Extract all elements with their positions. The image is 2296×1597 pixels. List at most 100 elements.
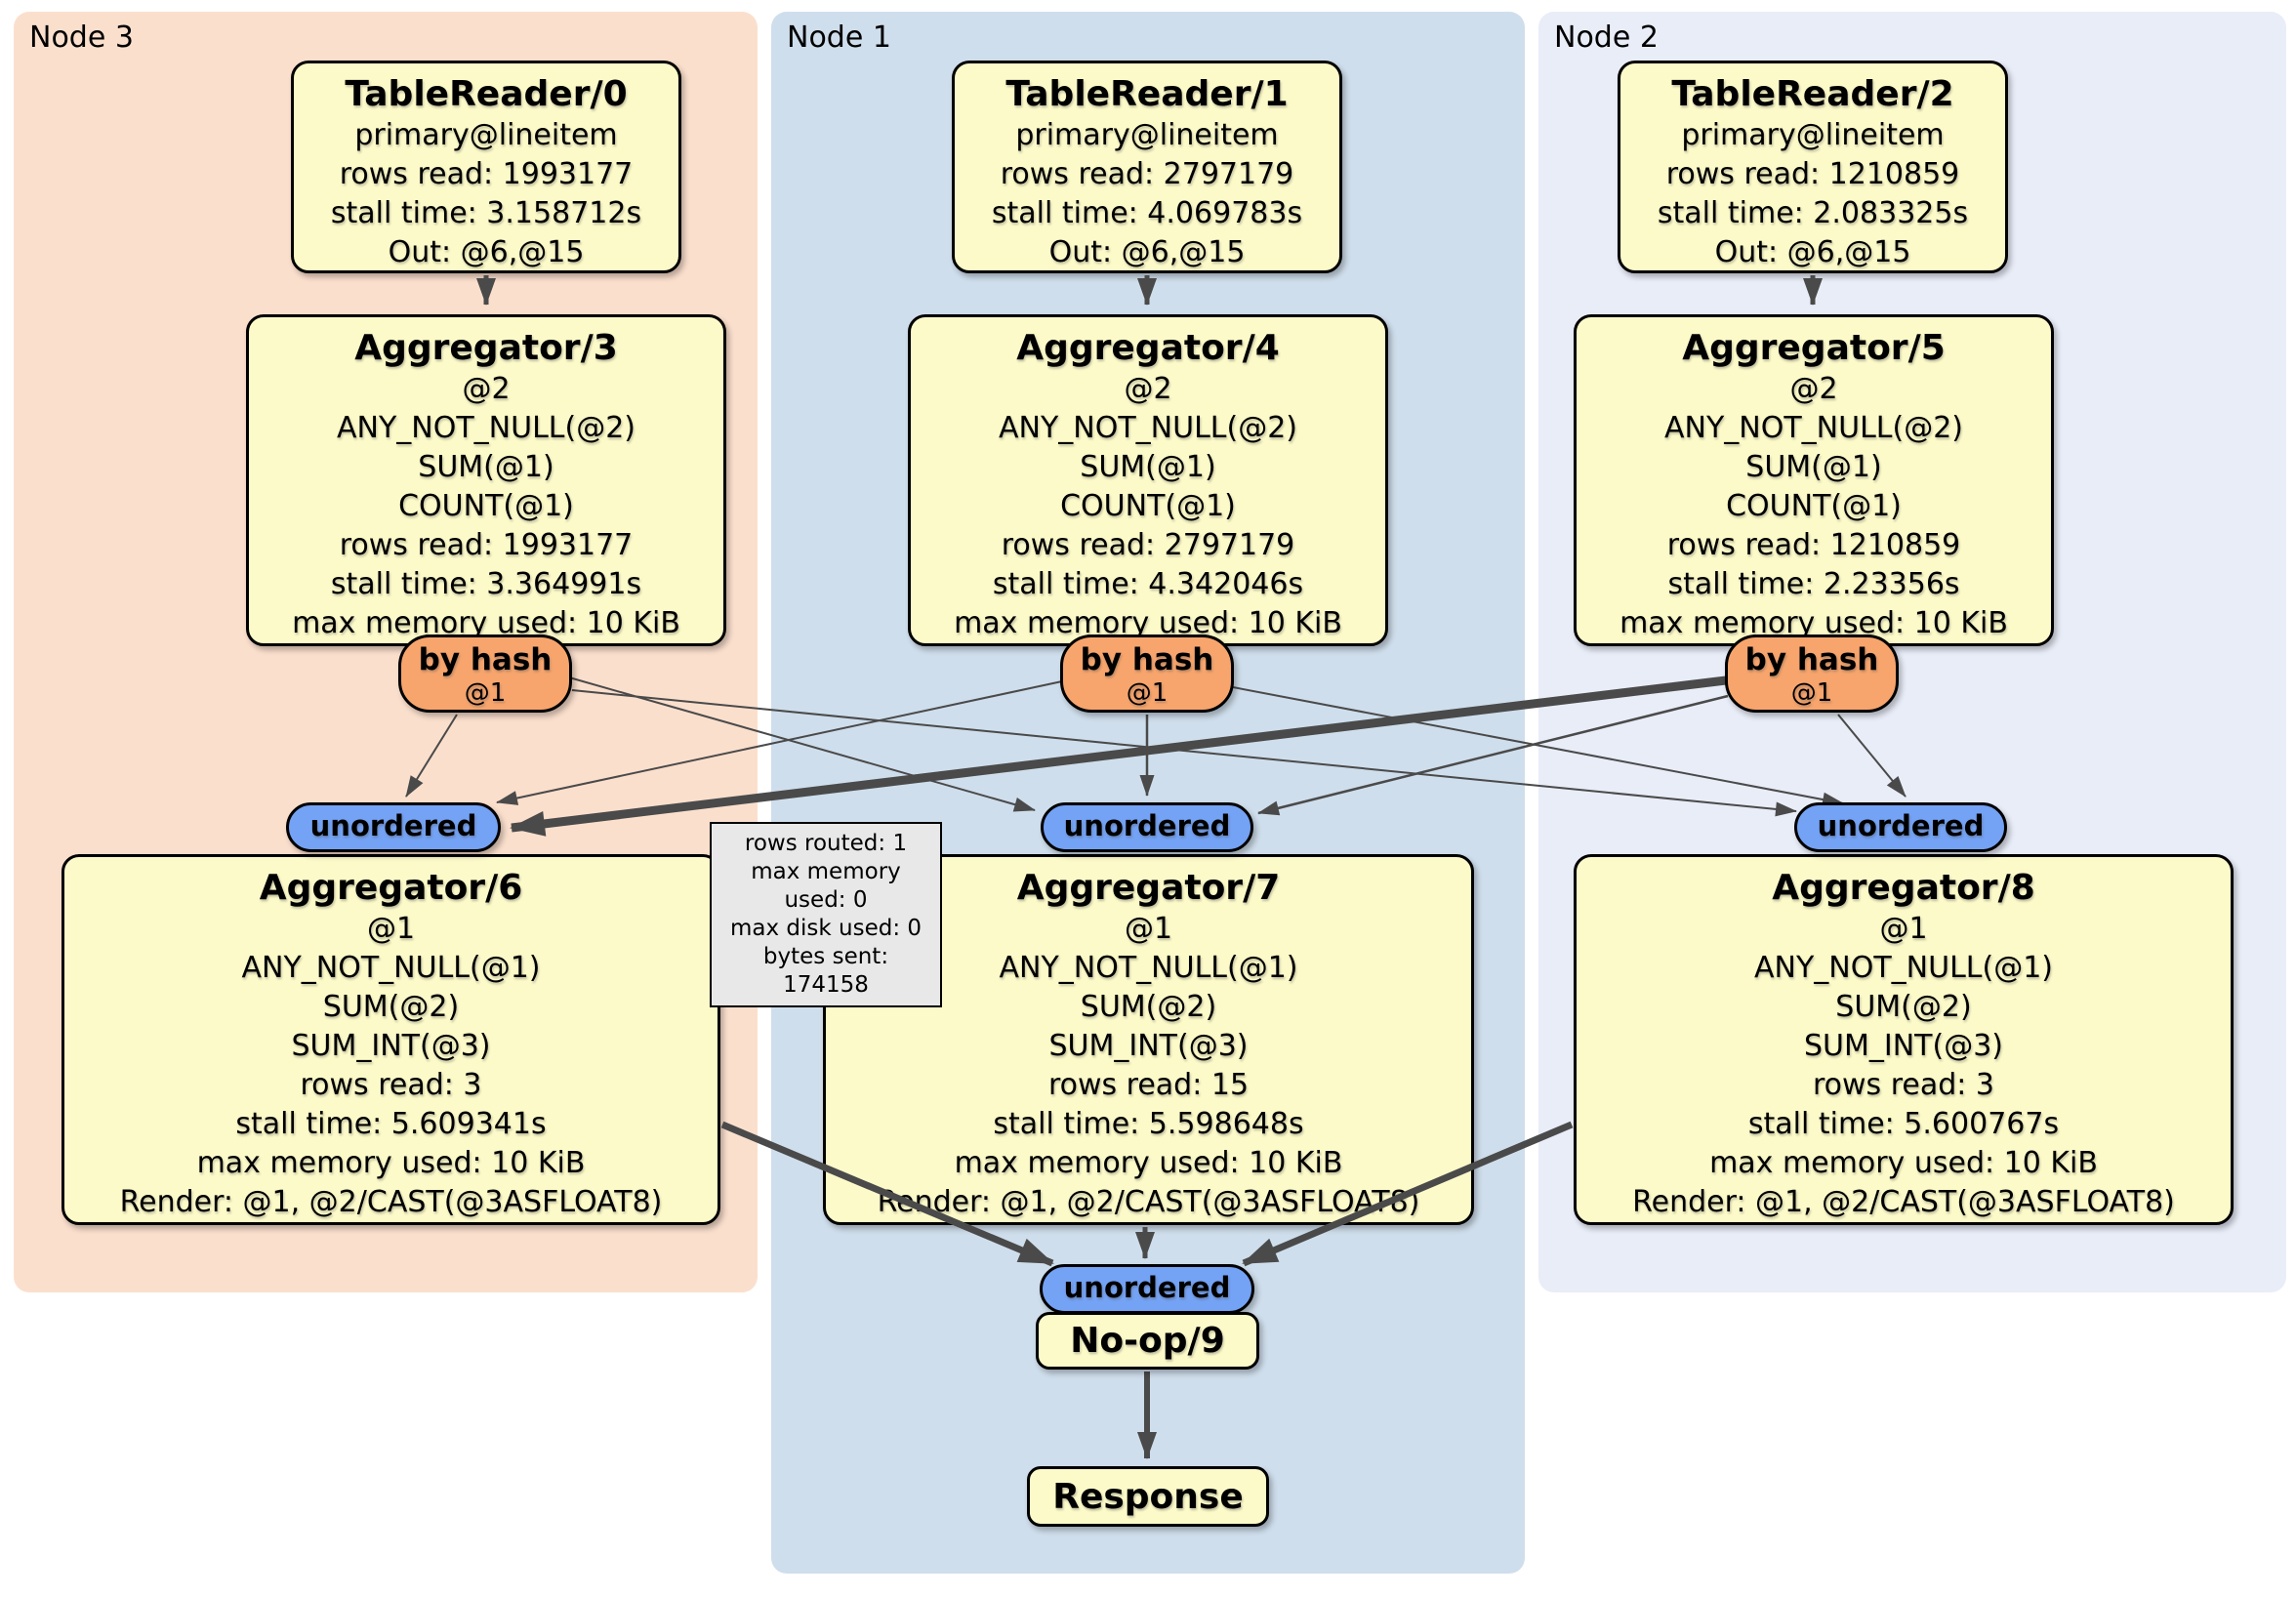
response-box[interactable]: Response	[1027, 1466, 1269, 1527]
aggregator-4-line: rows read: 2797179	[1001, 528, 1295, 562]
aggregator-3-line: rows read: 1993177	[339, 528, 634, 562]
tablereader-1-box[interactable]: TableReader/1 primary@lineitem rows read…	[952, 61, 1342, 273]
aggregator-7-line: ANY_NOT_NULL(@1)	[999, 951, 1298, 985]
aggregator-7-line: @1	[1124, 912, 1173, 946]
aggregator-3-line: @2	[462, 372, 511, 406]
response-title: Response	[1052, 1476, 1244, 1517]
aggregator-7-line: max memory used: 10 KiB	[954, 1146, 1343, 1180]
aggregator-8-line: @1	[1879, 912, 1928, 946]
aggregator-3-line: stall time: 3.364991s	[330, 567, 642, 601]
noop-9-title: No-op/9	[1070, 1321, 1225, 1361]
aggregator-4-line: @2	[1124, 372, 1172, 406]
tablereader-1-line: Out: @6,@15	[1048, 235, 1246, 269]
aggregator-8-line: ANY_NOT_NULL(@1)	[1754, 951, 2053, 985]
aggregator-8-line: Render: @1, @2/CAST(@3ASFLOAT8)	[1632, 1185, 2175, 1219]
aggregator-4-line: SUM(@1)	[1080, 450, 1216, 484]
node1-label: Node 1	[787, 20, 891, 55]
aggregator-5-line: stall time: 2.23356s	[1667, 567, 1960, 601]
aggregator-6-line: stall time: 5.609341s	[235, 1107, 547, 1141]
tablereader-0-title: TableReader/0	[345, 74, 628, 114]
by-hash-router-node1-sub: @1	[1126, 678, 1168, 708]
aggregator-4-line: COUNT(@1)	[1060, 489, 1236, 523]
tablereader-2-line: rows read: 1210859	[1665, 157, 1960, 191]
aggregator-6-line: SUM(@2)	[322, 990, 460, 1024]
by-hash-router-node3-sub: @1	[464, 678, 507, 708]
aggregator-6-line: rows read: 3	[300, 1068, 482, 1102]
by-hash-router-node3[interactable]: by hash @1	[398, 635, 572, 713]
tablereader-0-box[interactable]: TableReader/0 primary@lineitem rows read…	[291, 61, 681, 273]
aggregator-7-title: Aggregator/7	[1016, 868, 1281, 908]
aggregator-7-line: SUM(@2)	[1080, 990, 1217, 1024]
tablereader-1-line: primary@lineitem	[1015, 118, 1279, 152]
aggregator-4-box[interactable]: Aggregator/4 @2 ANY_NOT_NULL(@2) SUM(@1)…	[908, 314, 1388, 646]
tablereader-2-box[interactable]: TableReader/2 primary@lineitem rows read…	[1618, 61, 2008, 273]
aggregator-8-line: stall time: 5.600767s	[1747, 1107, 2060, 1141]
aggregator-5-line: COUNT(@1)	[1726, 489, 1902, 523]
node2-label: Node 2	[1554, 20, 1659, 55]
aggregator-8-box[interactable]: Aggregator/8 @1 ANY_NOT_NULL(@1) SUM(@2)…	[1574, 854, 2234, 1225]
node3-label: Node 3	[29, 20, 134, 55]
tablereader-0-line: primary@lineitem	[354, 118, 618, 152]
unordered-stream-node2-label: unordered	[1817, 809, 1985, 842]
by-hash-router-node1[interactable]: by hash @1	[1060, 635, 1234, 713]
by-hash-router-node2-title: by hash	[1744, 642, 1879, 677]
tooltip-bytes-sent: bytes sent: 174158	[762, 944, 889, 998]
aggregator-5-line: @2	[1789, 372, 1838, 406]
by-hash-router-node3-title: by hash	[418, 642, 553, 677]
aggregator-4-title: Aggregator/4	[1016, 328, 1280, 368]
aggregator-4-line: stall time: 4.342046s	[992, 567, 1304, 601]
unordered-stream-final-label: unordered	[1063, 1271, 1231, 1304]
tablereader-2-line: stall time: 2.083325s	[1657, 196, 1969, 230]
tablereader-2-line: primary@lineitem	[1681, 118, 1945, 152]
aggregator-3-box[interactable]: Aggregator/3 @2 ANY_NOT_NULL(@2) SUM(@1)…	[246, 314, 726, 646]
stream-stats-tooltip: rows routed: 1 max memory used: 0 max di…	[710, 822, 942, 1007]
aggregator-7-line: SUM_INT(@3)	[1048, 1029, 1249, 1063]
tablereader-2-line: Out: @6,@15	[1714, 235, 1911, 269]
tablereader-0-line: rows read: 1993177	[339, 157, 634, 191]
aggregator-6-line: max memory used: 10 KiB	[196, 1146, 586, 1180]
aggregator-7-line: Render: @1, @2/CAST(@3ASFLOAT8)	[877, 1185, 1420, 1219]
tablereader-1-line: stall time: 4.069783s	[991, 196, 1303, 230]
aggregator-8-title: Aggregator/8	[1772, 868, 2035, 908]
by-hash-router-node2-sub: @1	[1790, 678, 1833, 708]
tooltip-max-memory: max memory used: 0	[751, 859, 901, 913]
by-hash-router-node2[interactable]: by hash @1	[1725, 635, 1899, 713]
aggregator-3-title: Aggregator/3	[354, 328, 618, 368]
unordered-stream-node2[interactable]: unordered	[1794, 802, 2007, 852]
unordered-stream-node3[interactable]: unordered	[286, 802, 501, 852]
aggregator-8-line: rows read: 3	[1812, 1068, 1995, 1102]
aggregator-3-line: COUNT(@1)	[398, 489, 574, 523]
tooltip-max-disk: max disk used: 0	[729, 916, 922, 941]
aggregator-5-line: ANY_NOT_NULL(@2)	[1664, 411, 1963, 445]
tablereader-1-title: TableReader/1	[1005, 74, 1289, 114]
aggregator-6-title: Aggregator/6	[259, 868, 523, 908]
aggregator-6-line: Render: @1, @2/CAST(@3ASFLOAT8)	[119, 1185, 663, 1219]
aggregator-7-line: rows read: 15	[1047, 1068, 1250, 1102]
aggregator-6-line: ANY_NOT_NULL(@1)	[241, 951, 541, 985]
aggregator-6-box[interactable]: Aggregator/6 @1 ANY_NOT_NULL(@1) SUM(@2)…	[62, 854, 720, 1225]
aggregator-5-title: Aggregator/5	[1682, 328, 1946, 368]
aggregator-8-line: max memory used: 10 KiB	[1709, 1146, 2098, 1180]
aggregator-6-line: @1	[366, 912, 416, 946]
aggregator-4-line: ANY_NOT_NULL(@2)	[999, 411, 1297, 445]
tablereader-1-line: rows read: 2797179	[1000, 157, 1294, 191]
tablereader-0-line: Out: @6,@15	[388, 235, 585, 269]
aggregator-8-line: SUM(@2)	[1835, 990, 1972, 1024]
aggregator-3-line: SUM(@1)	[418, 450, 554, 484]
unordered-stream-node1-label: unordered	[1063, 809, 1231, 842]
aggregator-7-line: stall time: 5.598648s	[993, 1107, 1304, 1141]
unordered-stream-node1[interactable]: unordered	[1041, 802, 1253, 852]
unordered-stream-node3-label: unordered	[309, 809, 477, 842]
aggregator-5-line: rows read: 1210859	[1666, 528, 1961, 562]
noop-9-box[interactable]: No-op/9	[1036, 1312, 1259, 1370]
aggregator-5-line: SUM(@1)	[1745, 450, 1882, 484]
tablereader-2-title: TableReader/2	[1671, 74, 1954, 114]
tablereader-0-line: stall time: 3.158712s	[330, 196, 642, 230]
aggregator-5-box[interactable]: Aggregator/5 @2 ANY_NOT_NULL(@2) SUM(@1)…	[1574, 314, 2054, 646]
aggregator-8-line: SUM_INT(@3)	[1804, 1029, 2003, 1063]
unordered-stream-final[interactable]: unordered	[1040, 1264, 1254, 1314]
aggregator-3-line: ANY_NOT_NULL(@2)	[337, 411, 636, 445]
by-hash-router-node1-title: by hash	[1080, 642, 1214, 677]
aggregator-6-line: SUM_INT(@3)	[291, 1029, 491, 1063]
